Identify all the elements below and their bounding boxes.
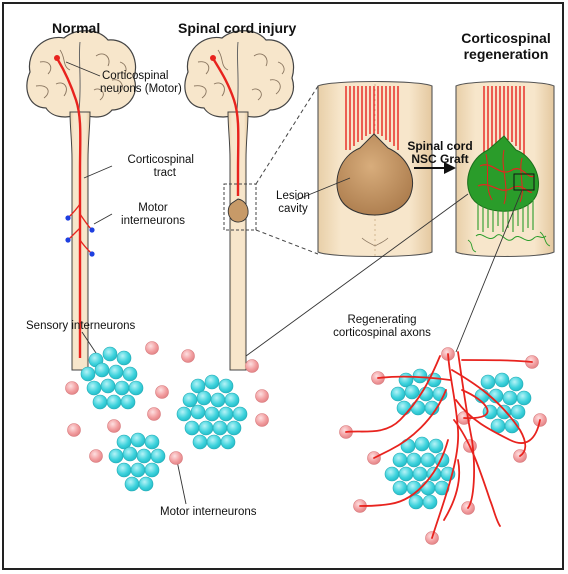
cord-section-lesion	[318, 82, 432, 259]
heading-regen-line-1: Corticospinal	[458, 30, 554, 46]
label-lesion-line-2: cavity	[268, 203, 318, 216]
label-sensory-interneurons: Sensory interneurons	[26, 320, 135, 333]
heading-normal: Normal	[52, 20, 100, 36]
label-motor-interneurons-bottom: Motor interneurons	[160, 506, 257, 519]
heading-corticospinal-regeneration: Corticospinal regeneration	[458, 30, 554, 62]
cord-section-regeneration	[456, 82, 554, 257]
label-cs-neurons-line-1: Corticospinal	[100, 70, 182, 83]
label-lesion-line-1: Lesion	[268, 190, 318, 203]
label-regenerating-axons: Regenerating corticospinal axons	[318, 314, 446, 340]
label-lesion-cavity: Lesion cavity	[268, 190, 318, 216]
regenerating-axon-cluster	[340, 348, 547, 545]
label-regen-axons-line-1: Regenerating	[318, 314, 446, 327]
label-cs-tract-line-1: Corticospinal	[110, 154, 194, 167]
label-cs-tract-line-2: tract	[110, 167, 194, 180]
label-motor-interneurons-top: Motor interneurons	[112, 202, 194, 228]
label-graft-line-2: NSC Graft	[392, 153, 488, 166]
label-motor-inter-line-2: interneurons	[112, 215, 194, 228]
label-corticospinal-neurons: Corticospinal neurons (Motor)	[100, 70, 182, 96]
label-regen-axons-line-2: corticospinal axons	[318, 327, 446, 340]
heading-regen-line-2: regeneration	[458, 46, 554, 62]
heading-spinal-cord-injury: Spinal cord injury	[178, 20, 296, 36]
label-cs-neurons-line-2: neurons (Motor)	[100, 83, 182, 96]
label-motor-inter-line-1: Motor	[112, 202, 194, 215]
label-corticospinal-tract: Corticospinal tract	[110, 154, 194, 180]
label-nsc-graft: Spinal cord NSC Graft	[392, 140, 488, 166]
